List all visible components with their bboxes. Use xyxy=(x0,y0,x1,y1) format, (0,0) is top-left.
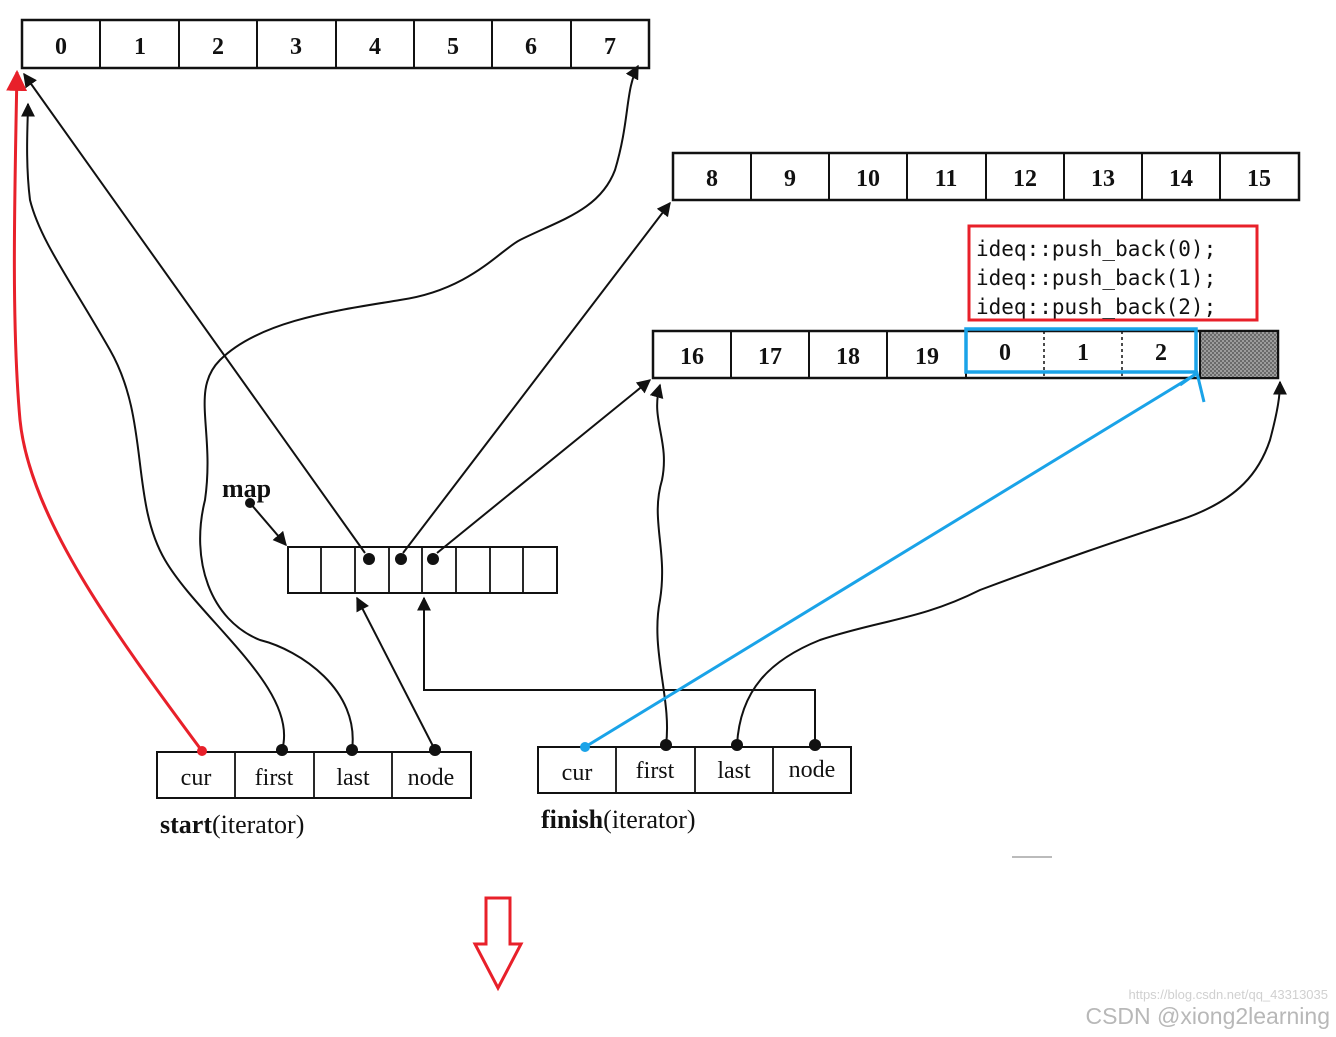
finish-first-arrow xyxy=(649,383,668,746)
buffer-a-cell: 5 xyxy=(447,34,459,60)
finish-caption: finish(iterator) xyxy=(541,805,696,834)
start-field-first: first xyxy=(255,765,294,791)
buffer-b-cell: 14 xyxy=(1169,166,1193,192)
buffer-c-cell: 1 xyxy=(1077,340,1089,366)
buffer-c-cell: 16 xyxy=(680,344,704,370)
buffer-b-cell: 8 xyxy=(706,166,718,192)
map-to-buffer-c-arrow xyxy=(436,379,652,554)
finish-field-first: first xyxy=(636,758,675,784)
buffer-b-cell: 15 xyxy=(1247,166,1271,192)
finish-iterator: cur first last node xyxy=(537,746,852,794)
start-field-cur: cur xyxy=(181,765,212,791)
map-node-dot xyxy=(427,553,439,565)
code-line: ideq::push_back(1); xyxy=(976,266,1216,290)
map-to-buffer-b-arrow xyxy=(402,201,671,554)
buffer-a-cell: 4 xyxy=(369,34,381,60)
buffer-a-cell: 0 xyxy=(55,34,67,60)
buffer-c: 16 17 18 19 0 1 2 xyxy=(651,327,1280,380)
map-array xyxy=(287,546,558,594)
buffer-b-cell: 11 xyxy=(935,166,958,192)
finish-node-arrow xyxy=(417,596,816,745)
code-line: ideq::push_back(0); xyxy=(976,237,1216,261)
buffer-a-cell: 6 xyxy=(525,34,537,60)
buffer-a-cell: 2 xyxy=(212,34,224,60)
new-elements-highlight xyxy=(964,327,1198,374)
buffer-c-cell: 2 xyxy=(1155,340,1167,366)
start-node-arrow xyxy=(356,596,436,751)
start-iterator: cur first last node xyxy=(156,751,472,799)
buffer-c-cell: 0 xyxy=(999,340,1011,366)
finish-field-node: node xyxy=(789,757,836,783)
buffer-c-cell: 19 xyxy=(915,344,939,370)
start-first-arrow xyxy=(20,102,286,751)
watermark-credit: CSDN @xiong2learning xyxy=(1085,1003,1330,1029)
code-line: ideq::push_back(2); xyxy=(976,295,1216,319)
finish-field-last: last xyxy=(717,758,751,784)
start-cur-arrow xyxy=(6,69,204,752)
buffer-b-cell: 13 xyxy=(1091,166,1115,192)
down-arrow-icon xyxy=(472,896,524,992)
start-field-last: last xyxy=(336,765,370,791)
map-node-dot xyxy=(395,553,407,565)
buffer-a-cell: 3 xyxy=(290,34,302,60)
buffer-b-cell: 10 xyxy=(856,166,880,192)
finish-field-cur: cur xyxy=(562,760,593,786)
watermark-url: https://blog.csdn.net/qq_43313035 xyxy=(1129,987,1329,1002)
buffer-a: 0 1 2 3 4 5 6 7 xyxy=(20,18,651,70)
map-label: map xyxy=(222,474,271,503)
buffer-c-cell: 17 xyxy=(758,344,782,370)
map-to-buffer-a-arrow xyxy=(23,72,366,554)
hatched-cell xyxy=(1199,330,1279,379)
finish-cur-arrow xyxy=(584,372,1197,749)
buffer-c-cell: 18 xyxy=(836,344,860,370)
start-caption: start(iterator) xyxy=(160,810,304,839)
buffer-b-cell: 12 xyxy=(1013,166,1037,192)
start-field-node: node xyxy=(408,765,455,791)
finish-last-arrow xyxy=(736,380,1287,746)
push-back-code-box: ideq::push_back(0); ideq::push_back(1); … xyxy=(967,224,1259,322)
buffer-a-cell: 7 xyxy=(604,34,616,60)
start-last-arrow xyxy=(199,64,639,751)
buffer-a-cell: 1 xyxy=(134,34,146,60)
buffer-b: 8 9 10 11 12 13 14 15 xyxy=(671,151,1301,202)
map-node-dot xyxy=(363,553,375,565)
buffer-b-cell: 9 xyxy=(784,166,796,192)
